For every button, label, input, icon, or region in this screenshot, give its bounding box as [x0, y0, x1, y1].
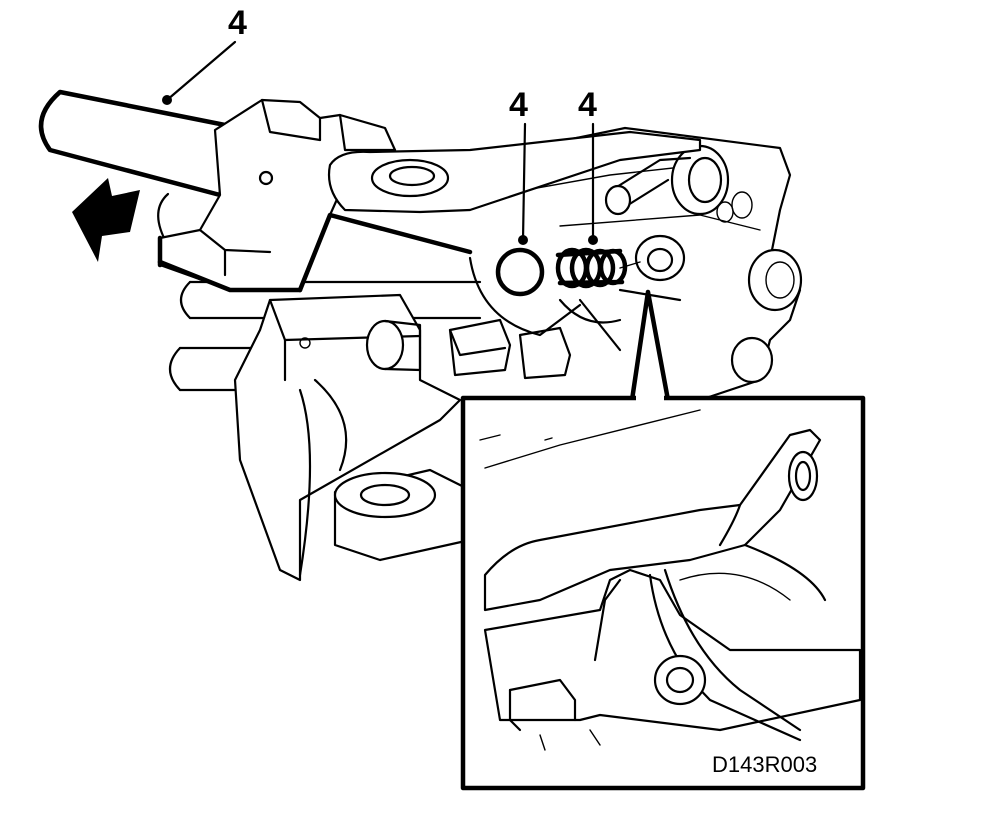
leader-lines [162, 40, 598, 245]
removal-direction-arrow-icon [72, 178, 140, 262]
detent-spring [555, 247, 628, 289]
transmission-case [418, 126, 803, 402]
callout-detent-ball: 4 [509, 86, 528, 124]
detail-inset: D143R003 [460, 289, 866, 791]
shift-lugs [448, 256, 682, 380]
callout-shift-rod: 4 [228, 4, 247, 42]
detent-ball [495, 247, 545, 297]
figure-id: D143R003 [712, 752, 817, 777]
main-shift-rod [38, 89, 702, 293]
shift-fork [233, 293, 472, 582]
inset-shift-fork-detail [479, 409, 862, 751]
detent-bore [619, 234, 686, 282]
callout-detent-spring: 4 [578, 86, 597, 124]
